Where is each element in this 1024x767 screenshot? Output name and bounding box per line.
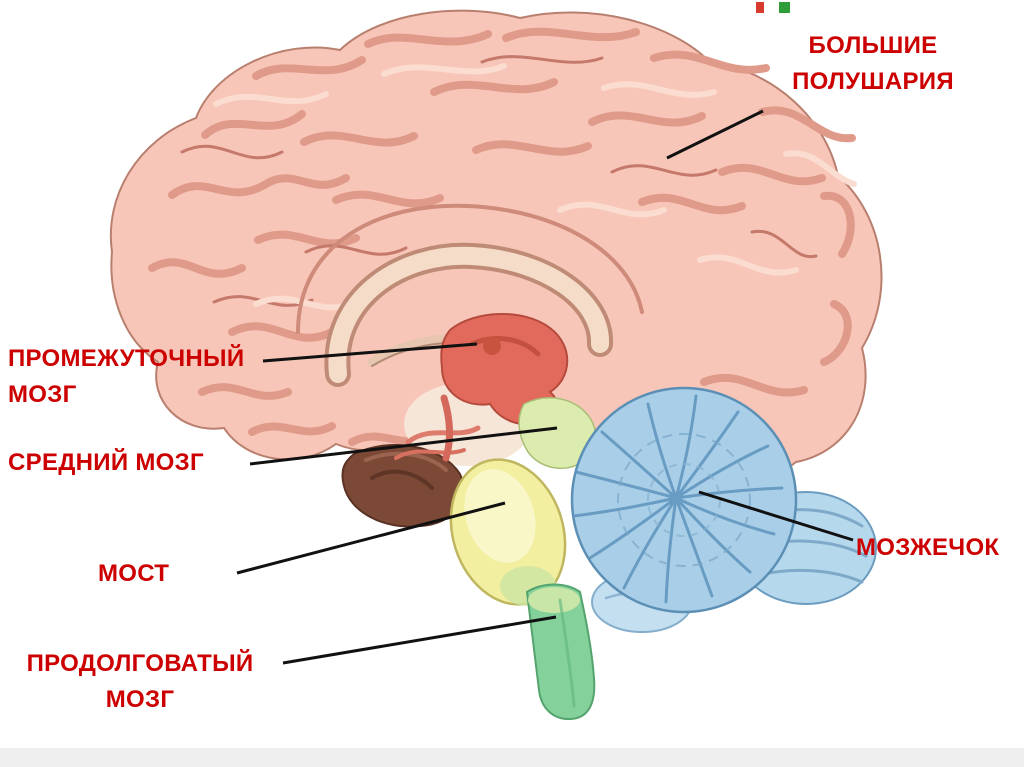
label-text: МОЗГ <box>105 686 175 713</box>
arbor-vitae-lines <box>572 394 784 604</box>
diencephalon-shape <box>394 312 569 462</box>
leader-line-hemispheres <box>666 109 764 160</box>
leader-line-diencephalon <box>262 342 478 363</box>
label-pons: МОСТ <box>98 556 169 592</box>
cerebellum-shape <box>570 386 877 633</box>
label-text: ПРОМЕЖУТОЧНЫЙ <box>8 345 245 372</box>
label-cerebellum: МОЗЖЕЧОК <box>856 530 999 566</box>
label-cerebral-hemispheres: БОЛЬШИЕ ПОЛУШАРИЯ <box>770 28 976 100</box>
label-diencephalon: ПРОМЕЖУТОЧНЫЙ МОЗГ <box>8 341 244 413</box>
medulla-shape <box>525 583 596 721</box>
label-text: МОЗЖЕЧОК <box>856 534 1000 561</box>
leader-lines <box>236 109 854 665</box>
label-text: ПРОДОЛГОВАТЫЙ <box>26 650 254 677</box>
cingulate-sulcus <box>296 203 644 334</box>
gyri-texture <box>148 27 856 446</box>
bottom-strip <box>0 748 1024 767</box>
label-text: БОЛЬШИЕ <box>808 32 938 59</box>
corner-artifact-green <box>779 2 790 13</box>
leader-line-medulla <box>282 615 557 665</box>
corner-artifact-red <box>756 2 764 13</box>
label-text: ПОЛУШАРИЯ <box>792 68 954 95</box>
leader-line-midbrain <box>249 426 558 466</box>
leader-line-cerebellum <box>698 490 854 542</box>
label-medulla: ПРОДОЛГОВАТЫЙ МОЗГ <box>14 646 266 718</box>
label-text: МОСТ <box>98 560 170 587</box>
label-midbrain: СРЕДНИЙ МОЗГ <box>8 445 204 481</box>
label-text: СРЕДНИЙ МОЗГ <box>8 449 204 476</box>
label-text: МОЗГ <box>8 381 77 408</box>
leader-line-pons <box>236 501 506 575</box>
